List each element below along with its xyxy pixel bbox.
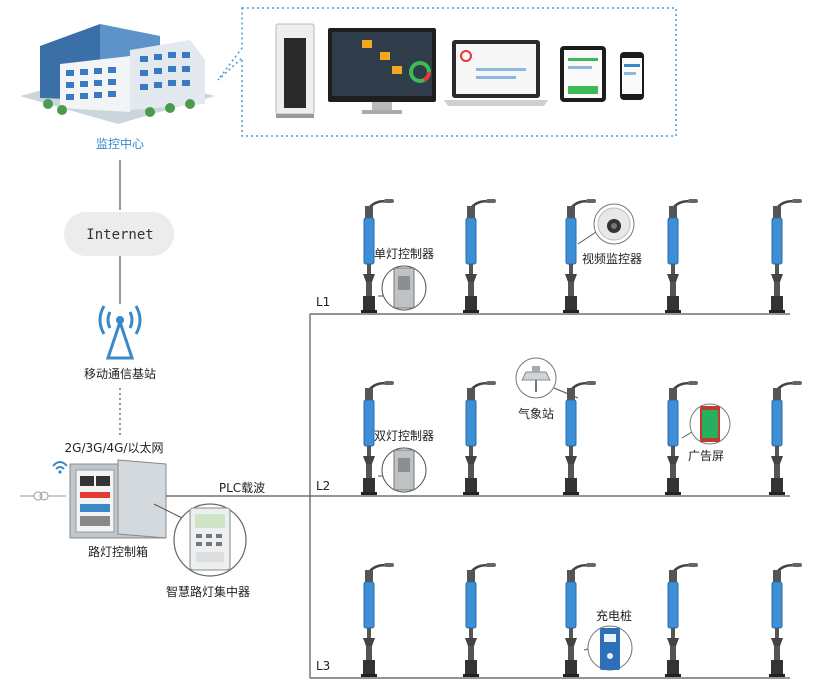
double-controller-label: 双灯控制器 [374, 429, 434, 443]
power-input-icon [20, 491, 66, 501]
video-camera-icon [577, 203, 635, 245]
streetlight-control-cabinet-icon [69, 459, 167, 539]
base-station-icon [98, 305, 142, 360]
weather-station-label: 气象站 [518, 406, 554, 421]
street-lamp-icon [663, 197, 700, 315]
monitoring-center-building-icon [20, 24, 215, 124]
concentrator-label: 智慧路灯集中器 [166, 584, 250, 599]
weather-station-icon [515, 357, 579, 399]
wifi-icon [52, 461, 68, 474]
single-controller-label: 单灯控制器 [374, 247, 434, 261]
monitor-icon [328, 28, 436, 114]
concentrator-icon [173, 503, 247, 577]
monitoring-center-label: 监控中心 [96, 136, 144, 151]
plc-label: PLC载波 [219, 481, 265, 495]
charging-pile-icon [583, 625, 633, 671]
advertising-screen-icon [681, 403, 731, 445]
double-lamp-controller-icon [378, 447, 427, 493]
street-lamp-icon [461, 197, 498, 315]
street-lamp-icon [767, 197, 804, 315]
street-lamp-icon [663, 379, 700, 497]
street-lamp-icon [359, 561, 396, 679]
street-lamp-icon [767, 561, 804, 679]
cabinet-label: 路灯控制箱 [88, 544, 148, 559]
ad-screen-label: 广告屏 [688, 449, 724, 463]
line-l2-label: L2 [316, 479, 330, 493]
server-tower-icon [275, 23, 315, 118]
street-lamp-icon [663, 561, 700, 679]
street-lamp-icon [561, 379, 598, 497]
line-l1-label: L1 [316, 295, 330, 309]
video-monitor-label: 视频监控器 [582, 251, 642, 266]
line-l3-label: L3 [316, 659, 330, 673]
tablet-icon [560, 46, 606, 102]
uplink-label: 2G/3G/4G/以太网 [65, 440, 164, 455]
base-station-label: 移动通信基站 [84, 367, 156, 381]
street-lamp-icon [461, 379, 498, 497]
terminal-devices-panel [217, 7, 677, 137]
laptop-icon [444, 40, 548, 106]
street-lamp-icon [767, 379, 804, 497]
phone-icon [620, 52, 644, 100]
internet-label: Internet [86, 227, 153, 243]
internet-cloud: Internet [64, 212, 174, 256]
charger-label: 充电桩 [596, 608, 632, 623]
street-lamp-icon [461, 561, 498, 679]
single-lamp-controller-icon [378, 265, 427, 311]
